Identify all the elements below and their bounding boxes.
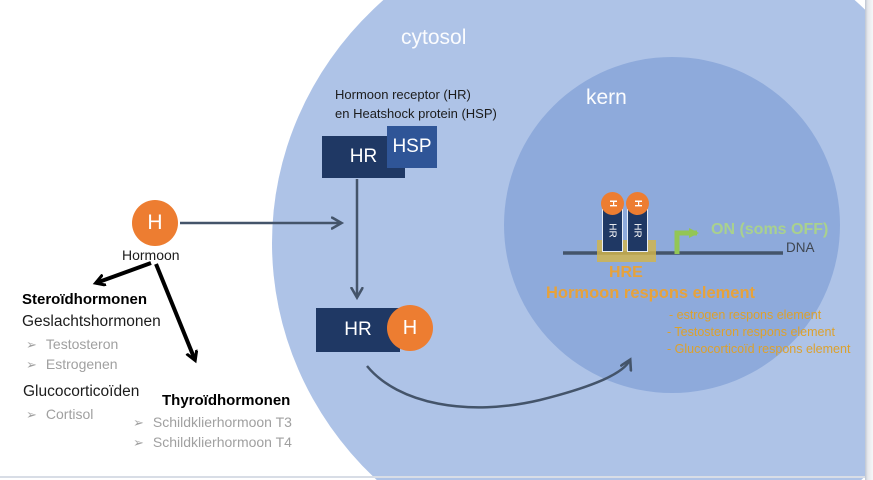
- hsp-box: HSP: [387, 126, 437, 168]
- hr-h-box: HR: [316, 308, 400, 352]
- nuclear-h-circle-1: H: [601, 192, 624, 215]
- complex-to-nucleus-arrow: [366, 360, 630, 409]
- list-item-estrogenen: ➢ Estrogenen: [26, 356, 118, 373]
- hormone-circle-label: H: [147, 211, 163, 234]
- hormone-label: Hormoon: [122, 247, 180, 263]
- cytosol-label: cytosol: [401, 26, 467, 49]
- arrow-bullet-icon: ➢: [133, 415, 144, 430]
- transcription-on-label: ON (soms OFF): [711, 221, 829, 238]
- kern-label: kern: [586, 86, 627, 109]
- slide-right-edge: [865, 0, 873, 480]
- list-item-label: Schildklierhormoon T4: [152, 434, 292, 450]
- hr-box-label: HR: [349, 146, 378, 167]
- steroid-header: Steroïdhormonen: [22, 291, 148, 308]
- gluco-header: Glucocorticoïden: [23, 383, 140, 400]
- list-item-label: Estrogenen: [45, 356, 118, 372]
- hr-h-circle: H: [387, 305, 433, 351]
- arrow-bullet-icon: ➢: [133, 435, 144, 450]
- thyroid-branch-arrow: [154, 263, 195, 360]
- list-item-label: Schildklierhormoon T3: [152, 414, 292, 430]
- transcription-arrow: [674, 228, 699, 254]
- arrow-bullet-icon: ➢: [26, 407, 37, 422]
- receptor-caption: Hormoon receptor (HR) en Heatshock prote…: [335, 85, 497, 123]
- thyroid-header: Thyroïdhormonen: [162, 392, 291, 409]
- hre-item-glucocorticoid: - Glucocorticoïd respons element: [667, 342, 851, 356]
- list-item-schildklier-t4: ➢ Schildklierhormoon T4: [133, 434, 292, 451]
- nuclear-hr-label: HR: [631, 223, 643, 238]
- slide-bottom-edge: [0, 476, 865, 478]
- nuclear-h-circle-2: H: [626, 192, 649, 215]
- nuclear-hr-box-1: HR: [602, 209, 623, 252]
- dna-label: DNA: [786, 240, 815, 255]
- hr-h-circle-label: H: [402, 316, 418, 339]
- hre-item-estrogen: - estrogen respons element: [669, 308, 822, 322]
- hsp-box-label: HSP: [392, 136, 432, 157]
- list-item-label: Cortisol: [45, 406, 94, 422]
- list-item-label: Testosteron: [45, 336, 119, 352]
- nucleus-region: [504, 57, 840, 393]
- nuclear-h-label: H: [631, 199, 643, 208]
- receptor-caption-line2: en Heatshock protein (HSP): [335, 106, 497, 121]
- hr-h-box-label: HR: [344, 319, 372, 340]
- arrow-bullet-icon: ➢: [26, 337, 37, 352]
- list-item-testosteron: ➢ Testosteron: [26, 336, 118, 353]
- hormone-circle: H: [132, 200, 178, 246]
- nuclear-hr-label: HR: [606, 223, 618, 238]
- nuclear-h-label: H: [606, 199, 618, 208]
- list-item-schildklier-t3: ➢ Schildklierhormoon T3: [133, 414, 292, 431]
- hre-item-testosteron: - Testosteron respons element: [667, 325, 835, 339]
- geslacht-header: Geslachtshormonen: [22, 313, 161, 330]
- hre-full-label: Hormoon respons element: [546, 284, 756, 302]
- nuclear-hr-box-2: HR: [627, 209, 648, 252]
- list-item-cortisol: ➢ Cortisol: [26, 406, 93, 423]
- arrow-bullet-icon: ➢: [26, 357, 37, 372]
- steroid-branch-arrow: [96, 261, 152, 283]
- hre-label: HRE: [609, 264, 643, 281]
- receptor-caption-line1: Hormoon receptor (HR): [335, 87, 471, 102]
